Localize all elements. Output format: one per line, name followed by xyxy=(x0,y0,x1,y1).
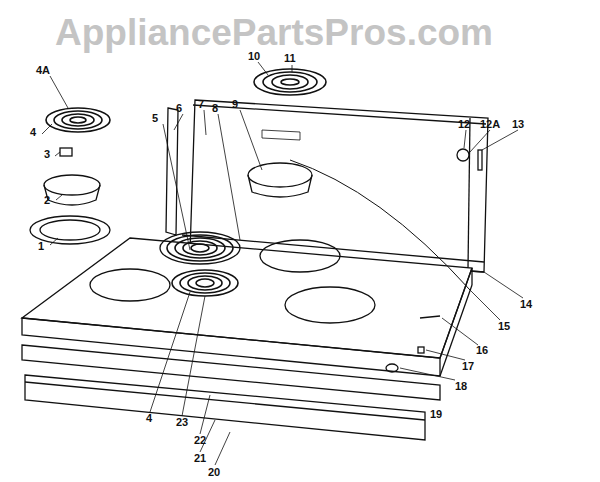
callout-number: 8 xyxy=(212,102,218,114)
callout-number: 2 xyxy=(44,194,50,206)
callout-number: 13 xyxy=(512,118,524,130)
callout-number: 12 xyxy=(458,118,470,130)
callout-number: 4 xyxy=(30,126,36,138)
callout-number: 4 xyxy=(146,412,152,424)
callout-number: 4A xyxy=(36,64,50,76)
watermark: AppliancePartsPros.com xyxy=(55,12,493,54)
callout-number: 6 xyxy=(176,102,182,114)
callout-number: 12A xyxy=(480,118,500,130)
callout-number: 3 xyxy=(44,148,50,160)
callout-number: 22 xyxy=(194,434,206,446)
callout-number: 23 xyxy=(176,416,188,428)
callout-number: 14 xyxy=(520,298,532,310)
callout-number: 15 xyxy=(498,320,510,332)
callout-number: 10 xyxy=(248,50,260,62)
callout-number: 11 xyxy=(284,52,296,64)
callout-number: 21 xyxy=(194,452,206,464)
callout-number: 5 xyxy=(152,112,158,124)
callout-number: 16 xyxy=(476,344,488,356)
callout-number: 9 xyxy=(232,98,238,110)
callout-number: 17 xyxy=(462,360,474,372)
callout-number: 1 xyxy=(38,240,44,252)
callout-number: 18 xyxy=(455,380,467,392)
callout-number: 20 xyxy=(208,466,220,478)
callout-number: 7 xyxy=(198,98,204,110)
callout-number: 19 xyxy=(430,408,442,420)
